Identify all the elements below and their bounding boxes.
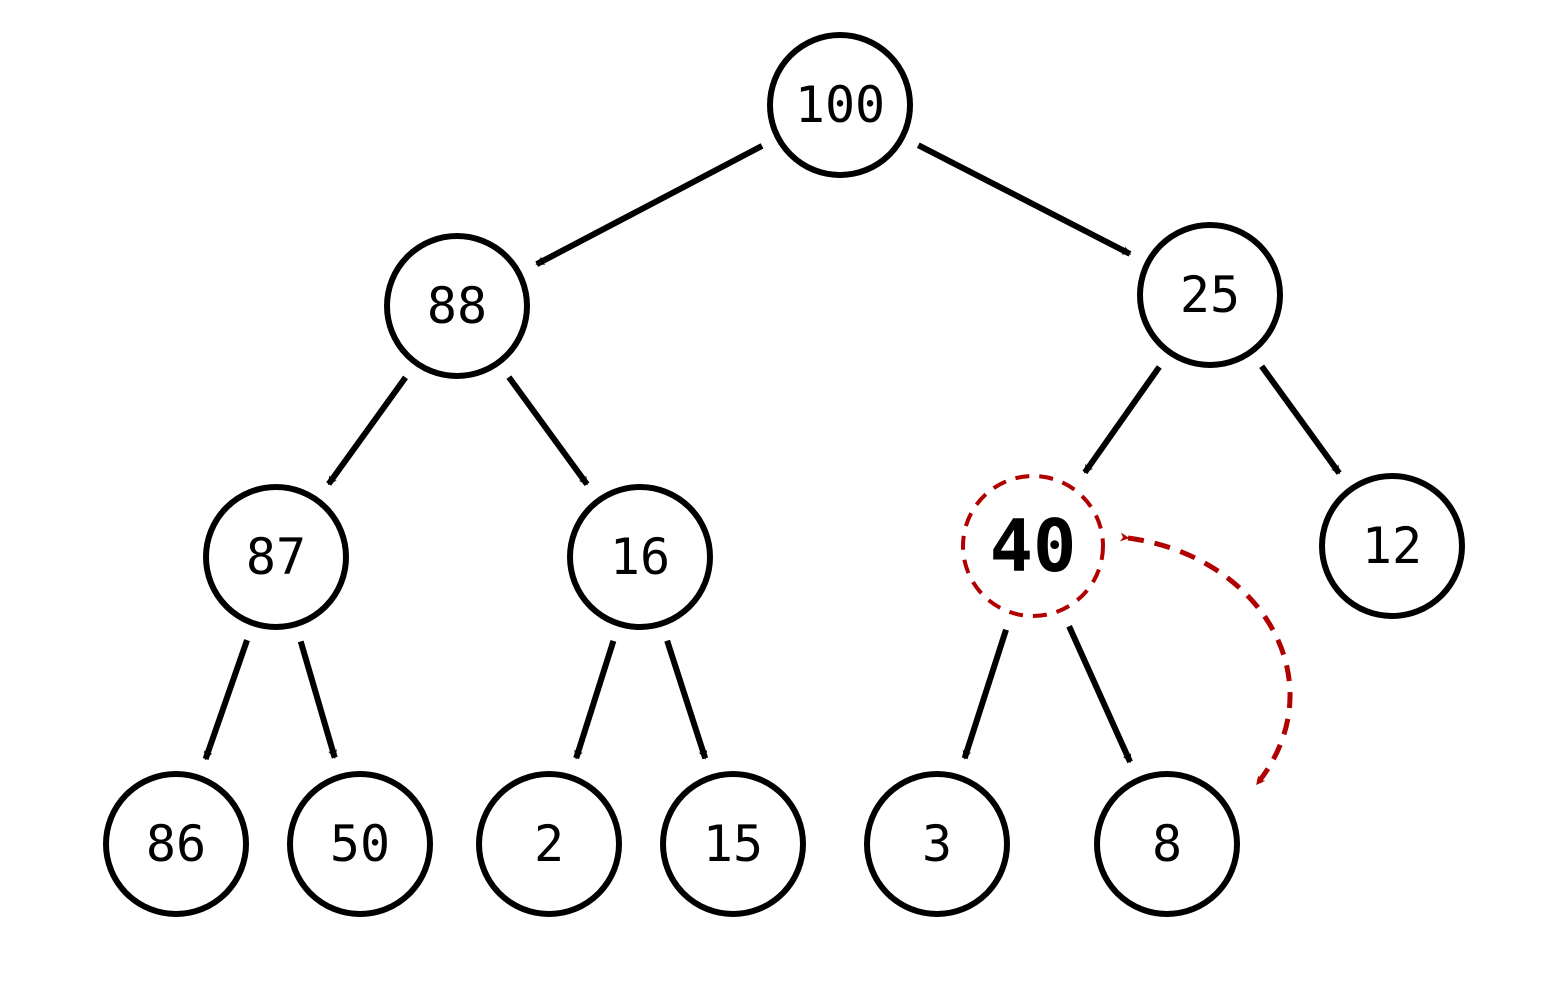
tree-node: 12 xyxy=(1319,473,1465,619)
edge-arrow-n1-n4 xyxy=(506,375,590,487)
edge-arrow-n2-n5 xyxy=(1082,365,1162,475)
node-label: 16 xyxy=(610,528,670,586)
node-circle xyxy=(1319,473,1465,619)
node-circle xyxy=(287,771,433,917)
edge-arrow-n0-n1 xyxy=(535,143,764,267)
tree-node: 2 xyxy=(476,771,622,917)
edge-arrow-n2-n6 xyxy=(1259,364,1342,475)
node-label: 100 xyxy=(795,76,885,134)
edge-arrow-n5-n12 xyxy=(1066,625,1133,764)
tree-node: 25 xyxy=(1137,222,1283,368)
node-circle xyxy=(384,233,530,379)
edge-arrow-n3-n7 xyxy=(202,639,250,761)
edge-arrow-n5-n11 xyxy=(961,628,1009,760)
node-label: 2 xyxy=(534,815,564,873)
node-circle xyxy=(476,771,622,917)
tree-node: 40 xyxy=(961,474,1105,618)
node-label: 87 xyxy=(246,528,306,586)
node-circle xyxy=(660,771,806,917)
node-label: 3 xyxy=(922,815,952,873)
node-circle xyxy=(1094,771,1240,917)
node-circle xyxy=(567,484,713,630)
swap-arrow xyxy=(1119,532,1293,786)
tree-node: 8 xyxy=(1094,771,1240,917)
edges-layer xyxy=(202,142,1342,764)
node-label: 88 xyxy=(427,277,487,335)
edge-arrow-n1-n3 xyxy=(326,375,408,486)
node-circle xyxy=(767,32,913,178)
node-circle xyxy=(1137,222,1283,368)
tree-node: 100 xyxy=(767,32,913,178)
node-label: 50 xyxy=(330,815,390,873)
tree-node: 87 xyxy=(203,484,349,630)
node-label: 25 xyxy=(1180,266,1240,324)
edge-arrow-n3-n8 xyxy=(297,640,338,759)
tree-node: 86 xyxy=(103,771,249,917)
node-circle xyxy=(103,771,249,917)
edge-arrow-n4-n10 xyxy=(664,639,709,760)
swap-layer xyxy=(1119,532,1293,786)
node-label: 15 xyxy=(703,815,763,873)
edge-arrow-n0-n2 xyxy=(916,142,1132,257)
highlighted-node-circle xyxy=(961,474,1105,618)
node-circle xyxy=(864,771,1010,917)
node-label: 8 xyxy=(1152,815,1182,873)
tree-node: 50 xyxy=(287,771,433,917)
edge-arrow-n4-n9 xyxy=(573,639,617,760)
tree-node: 3 xyxy=(864,771,1010,917)
tree-node: 16 xyxy=(567,484,713,630)
node-label: 40 xyxy=(990,504,1077,588)
node-label: 86 xyxy=(146,815,206,873)
tree-node: 88 xyxy=(384,233,530,379)
tree-node: 15 xyxy=(660,771,806,917)
nodes-layer: 100 88 25 87 16 40 12 86 50 2 15 3 8 xyxy=(103,32,1465,917)
node-label: 12 xyxy=(1362,517,1422,575)
node-circle xyxy=(203,484,349,630)
